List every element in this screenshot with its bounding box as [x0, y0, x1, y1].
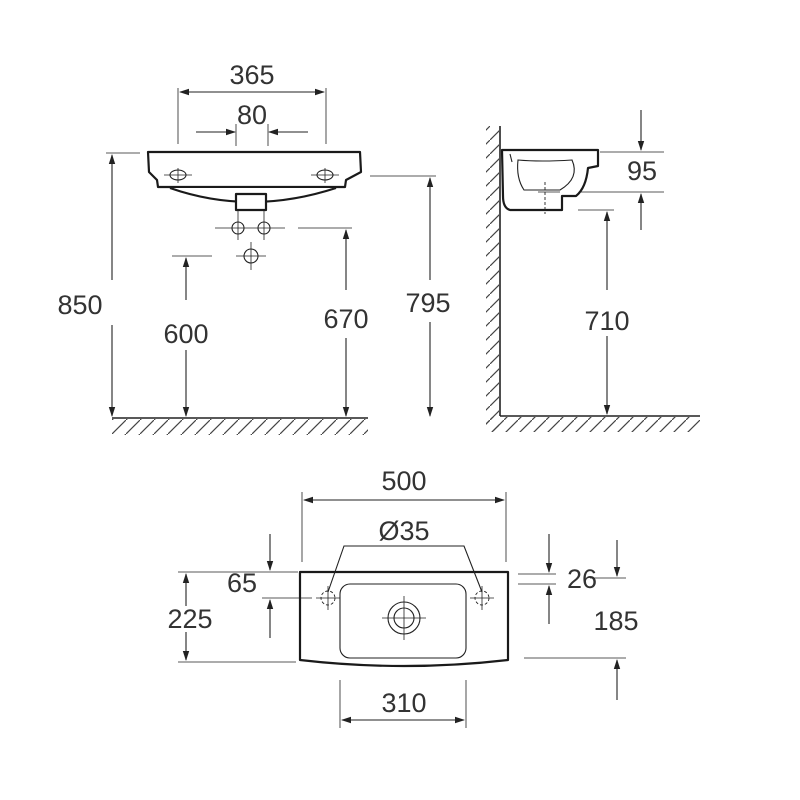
dim-height-rim: 795 — [370, 175, 451, 417]
dim-bowl-depth: 185 — [524, 540, 639, 700]
side-view: 95 710 — [486, 110, 700, 432]
dim-bowl-width: 310 — [339, 680, 467, 728]
front-floor — [112, 417, 368, 435]
dim-tap-spacing: 80 — [196, 100, 308, 146]
dim-width-top: 365 — [177, 60, 327, 144]
dim-795-label: 795 — [405, 288, 450, 318]
dim-600-label: 600 — [163, 319, 208, 349]
dim-310-label: 310 — [381, 688, 426, 718]
dim-rim-width: 26 — [518, 534, 597, 624]
dim-225-label: 225 — [167, 604, 212, 634]
dim-plan-width: 500 — [301, 466, 507, 562]
front-basin — [146, 150, 363, 212]
dim-670-label: 670 — [323, 304, 368, 334]
dim-500-label: 500 — [381, 466, 426, 496]
dim-height-total: 850 — [57, 152, 140, 417]
front-waste-fitting — [215, 210, 285, 270]
dim-185-label: 185 — [593, 606, 638, 636]
dim-tap-offset: 65 — [227, 534, 312, 638]
dim-95-label: 95 — [627, 156, 657, 186]
dim-plan-depth: 225 — [167, 571, 296, 663]
dim-710-label: 710 — [584, 306, 629, 336]
plan-view: 500 Ø35 65 225 26 — [167, 466, 639, 728]
dim-basin-depth: 95 — [580, 110, 664, 230]
dim-height-underside: 710 — [578, 209, 630, 415]
front-view: 365 80 850 600 — [57, 60, 451, 435]
side-basin — [500, 148, 600, 214]
dim-diameter-label: Ø35 — [378, 516, 429, 546]
dim-65-label: 65 — [227, 568, 257, 598]
dim-height-trap: 670 — [298, 227, 369, 417]
plan-basin — [298, 570, 510, 668]
dim-tap-hole-leader: Ø35 — [327, 516, 483, 593]
dim-80-label: 80 — [237, 100, 267, 130]
side-wall — [486, 126, 700, 432]
dim-26-label: 26 — [567, 564, 597, 594]
dim-850-label: 850 — [57, 290, 102, 320]
dim-height-waste: 600 — [163, 255, 212, 417]
dim-365-label: 365 — [229, 60, 274, 90]
